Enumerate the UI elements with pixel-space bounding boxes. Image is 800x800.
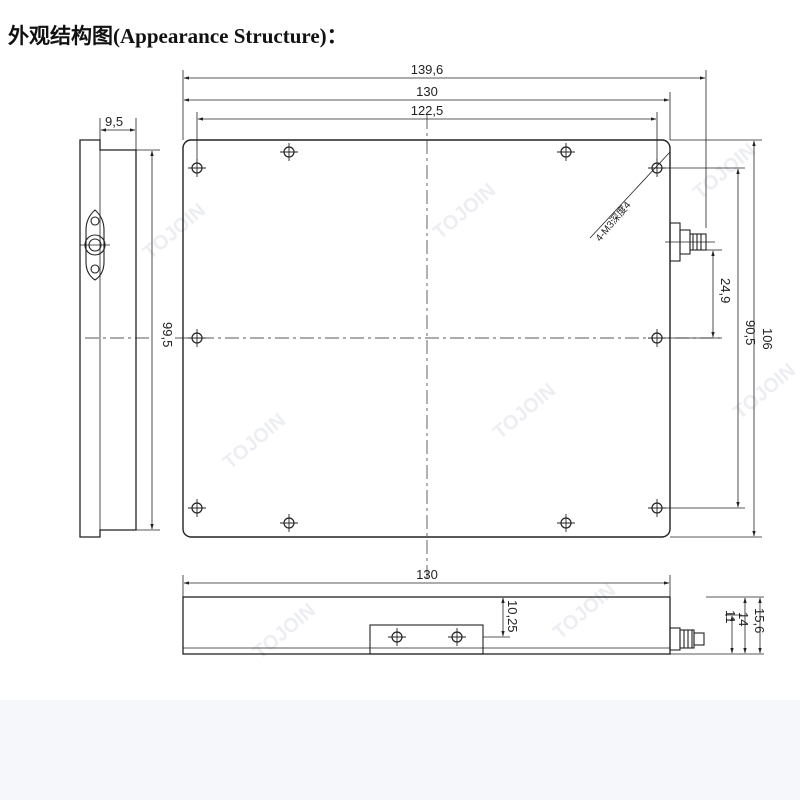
mounting-hole xyxy=(647,158,667,178)
front-view xyxy=(175,115,720,580)
mounting-hole xyxy=(279,142,299,162)
side-height-label: 99,5 xyxy=(160,322,175,347)
mounting-hole xyxy=(187,328,207,348)
annotation-leader xyxy=(589,151,671,239)
page-title: 外观结构图(Appearance Structure)： xyxy=(8,24,348,48)
mounting-hole xyxy=(387,627,407,647)
page-footer-band xyxy=(0,700,800,800)
bottom-view xyxy=(182,596,705,655)
watermark: TOJOIN xyxy=(489,379,560,443)
front-plate-outline xyxy=(182,139,671,538)
top-dims xyxy=(182,70,707,228)
mounting-hole xyxy=(447,627,467,647)
mounting-hole xyxy=(556,142,576,162)
overall-width-label: 139,6 xyxy=(411,62,444,77)
bottom-hole-block xyxy=(369,624,484,655)
bottom-hole-height-label: 10,25 xyxy=(505,600,520,633)
side-view xyxy=(79,139,150,538)
side-connector xyxy=(80,209,110,281)
mounting-hole xyxy=(647,328,667,348)
bottom-width-label: 130 xyxy=(416,567,438,582)
watermark: TOJOIN xyxy=(219,409,290,473)
right-hole-spacing-label: 90,5 xyxy=(743,320,758,345)
bottom-dims xyxy=(182,575,764,655)
sma-connector-bottom xyxy=(669,627,705,651)
bottom-dim-15-6-label: 15,6 xyxy=(752,608,767,633)
thread-annotation: 4-M3深度4 xyxy=(592,198,633,244)
watermark: TOJOIN xyxy=(429,179,500,243)
watermark: TOJOIN xyxy=(549,579,620,643)
side-dims xyxy=(99,118,160,531)
side-view-outline xyxy=(79,139,137,538)
sma-connector-front xyxy=(665,222,715,262)
right-height-label: 106 xyxy=(760,328,775,350)
side-tab-width-label: 9,5 xyxy=(105,114,123,129)
watermark-layer: TOJOIN TOJOIN TOJOIN TOJOIN TOJOIN TOJOI… xyxy=(139,139,800,663)
mounting-hole xyxy=(556,513,576,533)
bottom-dim-14-label: 14 xyxy=(736,612,751,626)
mounting-hole xyxy=(187,498,207,518)
mounting-hole xyxy=(647,498,667,518)
watermark: TOJOIN xyxy=(139,199,210,263)
hole-spacing-label: 122,5 xyxy=(411,103,444,118)
right-dims xyxy=(665,139,762,538)
watermark: TOJOIN xyxy=(729,359,800,423)
inner-width-label: 130 xyxy=(416,84,438,99)
watermark: TOJOIN xyxy=(689,139,760,203)
mounting-hole xyxy=(187,158,207,178)
mounting-hole xyxy=(279,513,299,533)
connector-offset-label: 24,9 xyxy=(718,278,733,303)
bottom-dim-11-label: 11 xyxy=(723,610,738,624)
